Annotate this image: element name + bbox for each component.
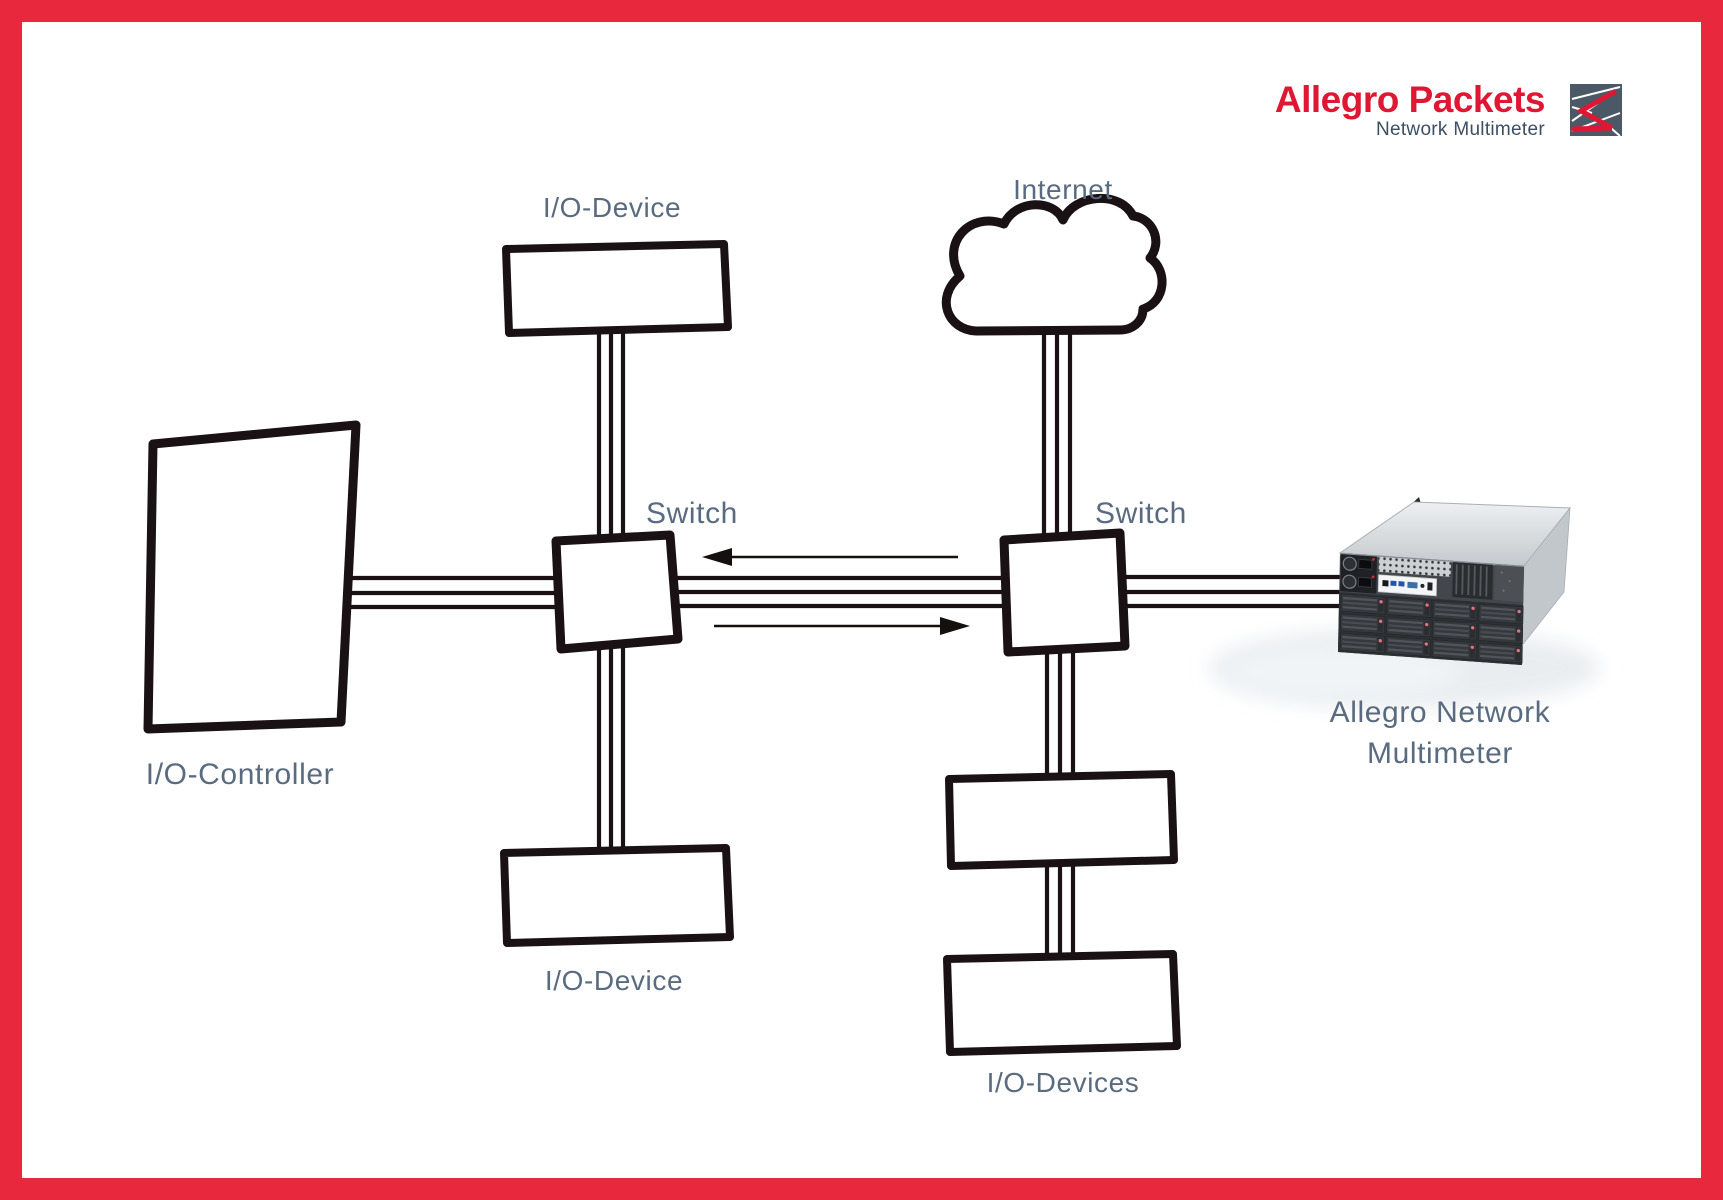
multimeter-caption-line2: Multimeter [1367,737,1513,770]
multimeter-server-image [1210,497,1600,708]
internet-cloud-icon [941,193,1167,336]
internet-label: Internet [1013,174,1113,205]
io-device-bottom-box [500,844,734,947]
switch-right-label: Switch [1095,497,1187,530]
wire-controller-switch-left [348,575,562,610]
wire-io-devices-1-io-devices-2 [1044,858,1076,962]
brand-logo: Allegro Packets Network Multimeter [1275,79,1622,140]
wire-io-device-top-switch-left [596,326,626,546]
switch-left-box [551,530,683,654]
io-device-top-label: I/O-Device [543,192,681,223]
brand-subtitle: Network Multimeter [1376,119,1545,140]
switch-left-label: Switch [646,497,738,530]
brand-name: Allegro Packets [1275,79,1545,120]
multimeter-caption-line1: Allegro Network [1330,696,1551,729]
io-devices-label: I/O-Devices [987,1067,1140,1098]
wire-switch-right-io-devices-1 [1044,645,1076,784]
traffic-arrow-left [702,548,958,566]
wire-switch-left-switch-right [668,575,1010,609]
traffic-arrow-right [714,617,970,635]
wire-switch-left-io-device-bottom [596,642,626,858]
io-devices-box-2 [943,950,1181,1056]
wire-internet-switch-right [1041,320,1073,545]
io-controller-box [143,420,361,734]
wires [348,320,1352,962]
io-devices-box-1 [945,770,1178,870]
io-device-top-box [502,240,732,337]
io-controller-label: I/O-Controller [146,758,334,791]
switch-right-box [999,528,1130,657]
allegro-zigzag-icon [1570,84,1622,137]
io-device-bottom-label: I/O-Device [545,965,683,996]
wire-switch-right-multimeter [1118,574,1352,609]
server-rear-panel [1338,553,1524,666]
